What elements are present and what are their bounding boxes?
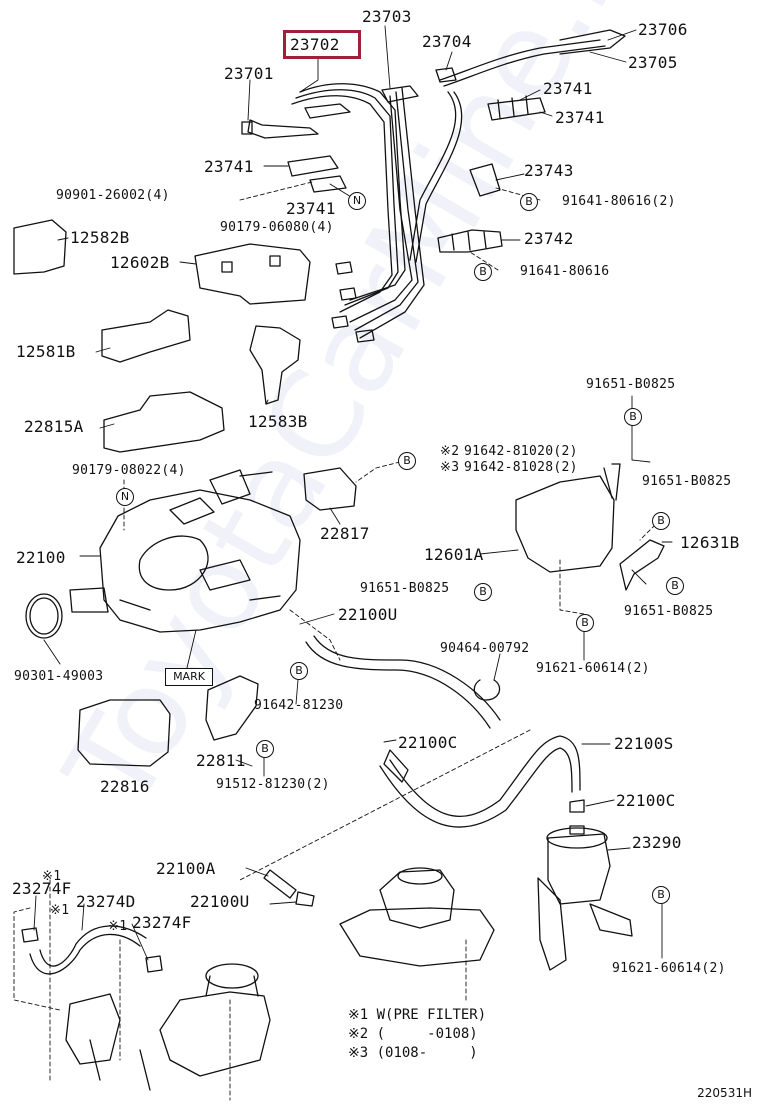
covers-drawing <box>13 219 665 767</box>
part-label-91651-b0825[interactable]: 91651-B0825 <box>360 581 450 596</box>
part-label-12581b[interactable]: 12581B <box>16 342 76 361</box>
part-label-22100u[interactable]: 22100U <box>190 892 250 911</box>
part-label-90179-06080[interactable]: 90179-06080(4) <box>220 220 334 235</box>
part-label-22100a[interactable]: 22100A <box>156 859 216 878</box>
part-label-23741[interactable]: 23741 <box>204 157 254 176</box>
part-label-12601a[interactable]: 12601A <box>424 545 484 564</box>
injection-pump-drawing <box>25 469 301 639</box>
part-label-22100s[interactable]: 22100S <box>614 734 674 753</box>
note-mark-3: ※3 <box>440 460 460 475</box>
part-label-23705[interactable]: 23705 <box>628 53 678 72</box>
part-label-22100c[interactable]: 22100C <box>616 791 676 810</box>
part-label-91642-81028[interactable]: 91642-81028(2) <box>464 460 578 475</box>
part-label-23274f[interactable]: 23274F <box>12 879 72 898</box>
filters-drawing <box>65 825 633 1091</box>
part-label-91621-60614[interactable]: 91621-60614(2) <box>536 661 650 676</box>
part-label-90179-08022[interactable]: 90179-08022(4) <box>72 463 186 478</box>
part-label-12631b[interactable]: 12631B <box>680 533 740 552</box>
part-label-23701[interactable]: 23701 <box>224 64 274 83</box>
part-label-90901-26002[interactable]: 90901-26002(4) <box>56 188 170 203</box>
part-label-22100c[interactable]: 22100C <box>398 733 458 752</box>
leader-lines <box>13 25 673 1101</box>
part-label-91512-81230[interactable]: 91512-81230(2) <box>216 777 330 792</box>
injection-pipes-drawing <box>241 29 626 343</box>
marker-b: B <box>576 614 594 632</box>
part-label-12582b[interactable]: 12582B <box>70 228 130 247</box>
marker-b: B <box>652 886 670 904</box>
part-label-23741[interactable]: 23741 <box>555 108 605 127</box>
note-mark-1: ※1 <box>108 919 128 934</box>
marker-b: B <box>256 740 274 758</box>
fuel-hoses-drawing <box>21 635 585 975</box>
part-label-91651-b0825[interactable]: 91651-B0825 <box>624 604 714 619</box>
part-label-22100u[interactable]: 22100U <box>338 605 398 624</box>
part-label-22817[interactable]: 22817 <box>320 524 370 543</box>
part-label-23704[interactable]: 23704 <box>422 32 472 51</box>
footnote-1: ※1 W(PRE FILTER) <box>348 1007 487 1023</box>
marker-b: B <box>474 263 492 281</box>
marker-b: B <box>398 452 416 470</box>
part-label-91642-81020[interactable]: 91642-81020(2) <box>464 444 578 459</box>
part-label-12583b[interactable]: 12583B <box>248 412 308 431</box>
part-label-23274f[interactable]: 23274F <box>132 913 192 932</box>
marker-b: B <box>624 408 642 426</box>
part-label-12602b[interactable]: 12602B <box>110 253 170 272</box>
part-label-91641-80616-2[interactable]: 91641-80616(2) <box>562 194 676 209</box>
part-label-23741[interactable]: 23741 <box>286 199 336 218</box>
note-mark-2: ※2 <box>440 444 460 459</box>
part-label-91641-80616[interactable]: 91641-80616 <box>520 264 610 279</box>
footnotes: ※1 W(PRE FILTER) ※2 ( -0108) ※3 (0108- ) <box>348 1006 486 1063</box>
part-label-90301-49003[interactable]: 90301-49003 <box>14 669 104 684</box>
part-label-22811[interactable]: 22811 <box>196 751 246 770</box>
marker-b: B <box>666 577 684 595</box>
part-label-23703[interactable]: 23703 <box>362 7 412 26</box>
part-label-90464-00792[interactable]: 90464-00792 <box>440 641 530 656</box>
highlight-box <box>283 30 361 59</box>
marker-b: B <box>520 193 538 211</box>
part-label-22815a[interactable]: 22815A <box>24 417 84 436</box>
footnote-3: ※3 (0108- ) <box>348 1045 478 1061</box>
part-label-23742[interactable]: 23742 <box>524 229 574 248</box>
part-label-23290[interactable]: 23290 <box>632 833 682 852</box>
part-label-23706[interactable]: 23706 <box>638 20 688 39</box>
part-label-22100[interactable]: 22100 <box>16 548 66 567</box>
part-label-23702[interactable]: 23702 <box>290 35 340 54</box>
marker-b: B <box>474 583 492 601</box>
marker-n: N <box>116 488 134 506</box>
note-mark-1: ※1 <box>42 869 62 884</box>
part-label-23741[interactable]: 23741 <box>543 79 593 98</box>
part-label-91651-b0825[interactable]: 91651-B0825 <box>586 377 676 392</box>
part-label-91651-b0825[interactable]: 91651-B0825 <box>642 474 732 489</box>
note-mark-1: ※1 <box>50 903 70 918</box>
marker-n: N <box>348 192 366 210</box>
clamps-drawing <box>287 95 546 253</box>
part-label-91621-60614[interactable]: 91621-60614(2) <box>612 961 726 976</box>
part-label-23274d[interactable]: 23274D <box>76 892 136 911</box>
part-label-91642-81230[interactable]: 91642-81230 <box>254 698 344 713</box>
mark-box: MARK <box>165 668 213 686</box>
part-label-22816[interactable]: 22816 <box>100 777 150 796</box>
diagram-code: 220531H <box>697 1086 752 1100</box>
marker-b: B <box>652 512 670 530</box>
part-label-23743[interactable]: 23743 <box>524 161 574 180</box>
footnote-2: ※2 ( -0108) <box>348 1026 478 1042</box>
marker-b: B <box>290 662 308 680</box>
